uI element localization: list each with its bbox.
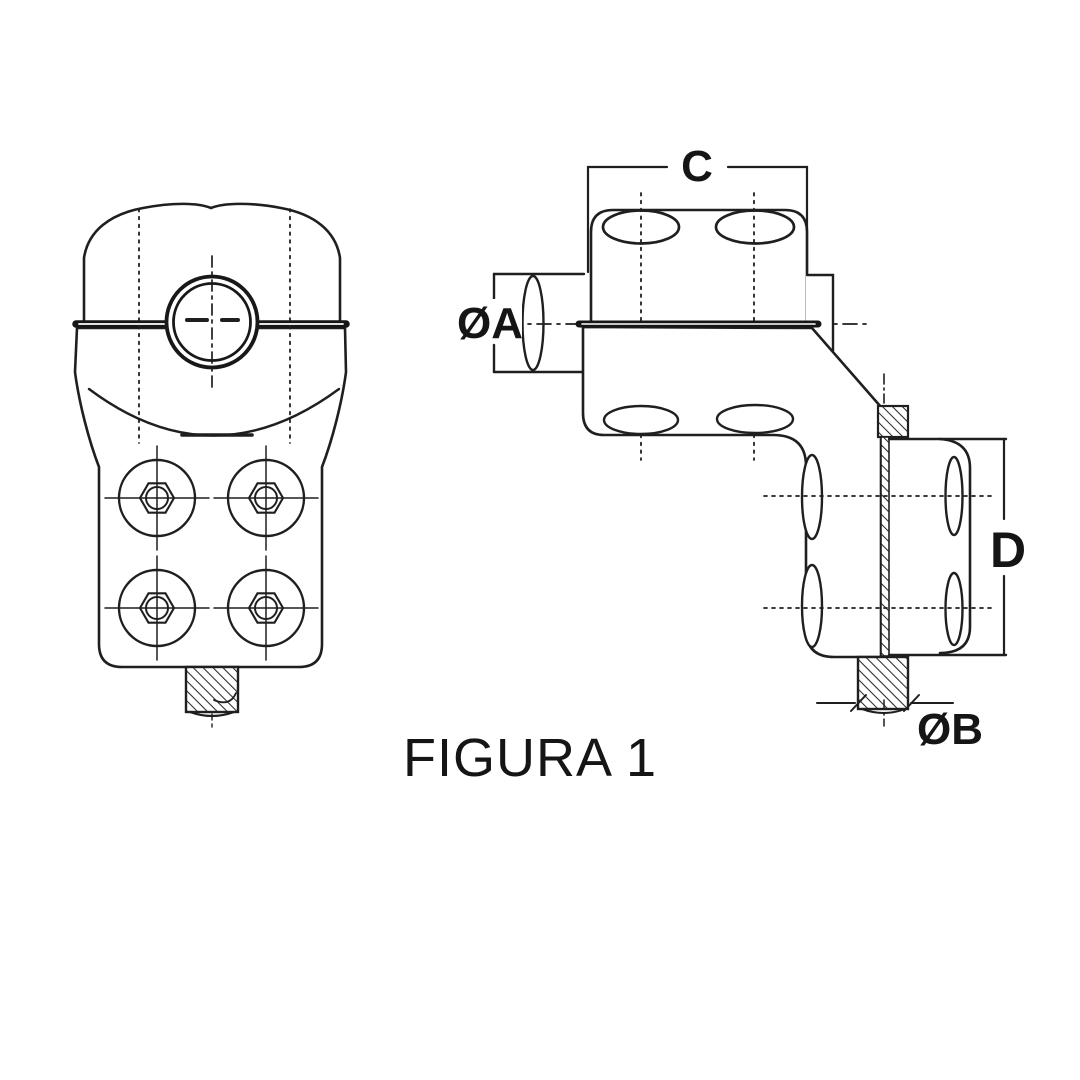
dim-label-ob: ØB: [917, 705, 983, 754]
pad-block-boss-lower: [944, 571, 964, 647]
barrel-bore-ellipse: [521, 274, 545, 372]
dim-label-d: D: [990, 522, 1026, 578]
dim-ob-tick-left: [850, 694, 867, 712]
pad-cap-section: [876, 404, 910, 439]
body-bolt-opening-right: [715, 403, 795, 435]
pad-block-right-side: [938, 437, 972, 655]
body-bolt-opening-left: [602, 404, 680, 436]
oa-label-bg: [460, 299, 522, 343]
conductor-barrel: [492, 272, 586, 374]
bolt: [213, 555, 319, 661]
bolt: [213, 445, 319, 551]
dimension-ob: [816, 694, 954, 712]
front-stud-section: [184, 665, 240, 714]
side-view: [492, 165, 1008, 727]
pad-block-boss-upper: [944, 455, 964, 537]
dim-ob-tick-right: [903, 694, 920, 712]
dim-label-c: C: [681, 142, 713, 191]
pad-strip-section: [880, 436, 890, 657]
top-bolt-opening-right: [714, 209, 796, 245]
dim-c-left-bracket: [586, 165, 669, 274]
clamp-body-outline: [73, 326, 348, 669]
bolt: [104, 445, 210, 551]
front-stud-inner-curl: [213, 692, 237, 704]
step-outline: [805, 273, 835, 353]
dim-label-oa: ØA: [457, 299, 523, 348]
clamp-bolts: [104, 445, 319, 661]
side-stud-section: [856, 655, 910, 711]
front-view: [72, 202, 350, 728]
leg-boss-upper: [800, 453, 824, 541]
bolt: [104, 555, 210, 661]
leg-boss-lower: [800, 563, 824, 649]
figure-caption: FIGURA 1: [403, 728, 657, 788]
d-label-bg: [988, 523, 1028, 573]
